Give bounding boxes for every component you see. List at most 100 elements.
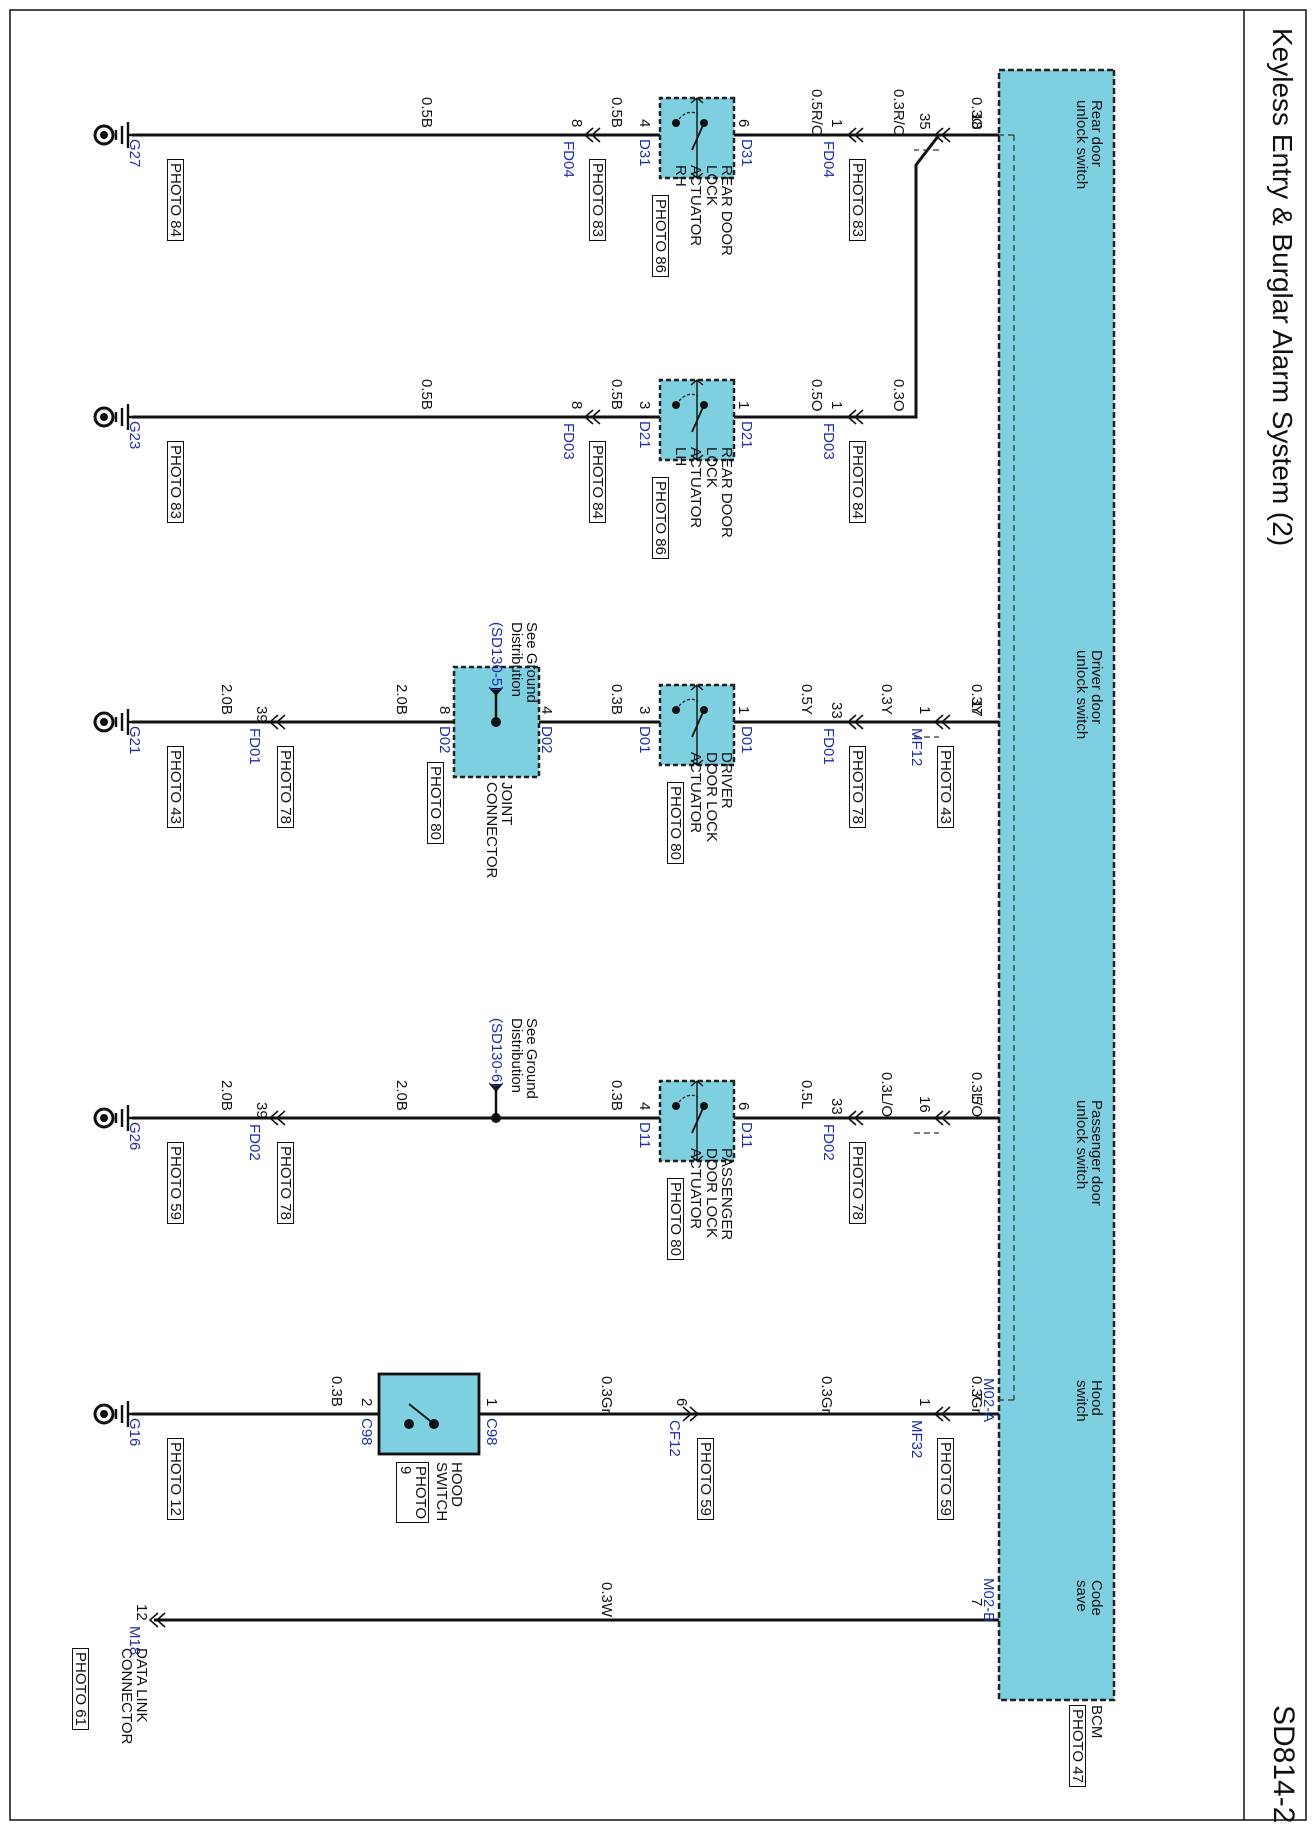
driver-conn_0-name-label: MF12 — [908, 728, 925, 767]
driver-conn_0-photo-label: PHOTO 43 — [936, 746, 954, 828]
rear_lh-conn_2-photo-label: PHOTO 84 — [588, 441, 606, 523]
bcm-function-driver-label: Driver door unlock switch — [1072, 650, 1105, 740]
rear_lh-wire_2-label: 0.5O — [808, 379, 825, 412]
ground-arrow-passenger — [489, 1084, 503, 1092]
rear_lh-conn_2-pin-label: 8 — [568, 401, 585, 410]
bcm-function-passenger-label: Passenger door unlock switch — [1072, 1100, 1105, 1206]
rear_lh-actuator-label-label: REAR DOOR LOCK ACTUATOR LH — [672, 447, 735, 538]
driver-conn_2-pin-label: 39 — [253, 706, 270, 723]
rear_rh-conn_1-photo-label: PHOTO 83 — [848, 159, 866, 241]
passenger-conn_1-pin-label: 33 — [828, 1098, 845, 1115]
driver-actuator-pin_out-label: 3 — [636, 706, 653, 715]
bcm-function-hood-label: Hood switch — [1072, 1380, 1105, 1422]
rear_lh-actuator-pin_in-label: 1 — [735, 401, 752, 410]
driver-conn_1-photo-label: PHOTO 78 — [848, 746, 866, 828]
bcm-block — [997, 68, 1116, 1702]
rear_rh-wire_2-label: 0.5R/O — [808, 89, 825, 137]
passenger-actuator-pin_in-label: 6 — [735, 1102, 752, 1111]
driver-actuator-label-label: DRIVER DOOR LOCK ACTUATOR — [687, 752, 735, 843]
code-conn-label-label: DATA LINK CONNECTOR — [117, 1648, 150, 1745]
rear_rh-conn_1-pin-label: 1 — [828, 119, 845, 128]
bcm-function-rear-label: Rear door unlock switch — [1072, 100, 1105, 190]
driver-joint-label-label: JOINT CONNECTOR — [482, 782, 515, 879]
hood-conn_0-pin-label: 1 — [916, 1398, 933, 1407]
driver-conn_0-pin-label: 1 — [916, 706, 933, 715]
driver-joint-conn_out-label: D02 — [436, 726, 453, 754]
passenger-conn_2-photo-label: PHOTO 78 — [276, 1142, 294, 1224]
hood-switch-contact-b — [404, 1419, 414, 1429]
driver-ground-name-label: G21 — [126, 726, 143, 755]
bcm-photo-label: PHOTO 47 — [1068, 1705, 1086, 1787]
passenger-junction_pin-label: 16 — [916, 1096, 933, 1113]
hood-conn_0-name-label: MF32 — [908, 1420, 925, 1459]
bcm-name-label: BCM — [1088, 1705, 1105, 1739]
rear_lh-wire_3-label: 0.5B — [608, 379, 625, 410]
passenger-actuator-label-label: PASSENGER DOOR LOCK ACTUATOR — [687, 1148, 735, 1241]
rear_rh-conn_2-name-label: FD04 — [560, 141, 577, 178]
passenger-conn_1-name-label: FD02 — [820, 1124, 837, 1161]
driver-joint-pin_out-label: 8 — [436, 706, 453, 715]
rear_lh-actuator-pin_out-label: 3 — [636, 401, 653, 410]
driver-joint-pin_in-label: 4 — [538, 706, 555, 715]
passenger-conn_2-name-label: FD02 — [246, 1124, 263, 1161]
passenger-actuator-conn-label: D11 — [738, 1122, 755, 1149]
hood-conn_0-photo-label: PHOTO 59 — [936, 1438, 954, 1520]
driver-joint-ref-label: (SD130-5) — [488, 622, 505, 692]
rear_rh-conn_2-photo-label: PHOTO 83 — [588, 159, 606, 241]
hood-conn_1-photo-label: PHOTO 59 — [696, 1438, 714, 1520]
page-border — [9, 9, 1307, 1821]
rear_rh-actuator-photo-label: PHOTO 86 — [651, 195, 669, 277]
rear_rh-actuator-conn_out-label: D31 — [636, 139, 653, 167]
hood-switch-pin_in-label: 1 — [483, 1398, 500, 1407]
passenger-ground-name-label: G26 — [126, 1122, 143, 1151]
hood-wire_2-label: 0.3Gr — [598, 1376, 615, 1414]
rear_lh-actuator-conn-label: D21 — [738, 421, 755, 449]
driver-joint-photo-label: PHOTO 80 — [426, 762, 444, 844]
rear_rh-conn_1-name-label: FD04 — [820, 141, 837, 178]
rear_rh-wire_4-label: 0.5B — [418, 97, 435, 128]
hood-switch-arm — [408, 1403, 435, 1425]
passenger-wire_1-label: 0.3L/O — [878, 1072, 895, 1118]
driver-actuator-conn_out-label: D01 — [636, 726, 653, 754]
code-conn-photo-label: PHOTO 61 — [71, 1648, 89, 1730]
rear_lh-actuator-conn_out-label: D21 — [636, 421, 653, 449]
passenger-actuator-photo-label: PHOTO 80 — [666, 1178, 684, 1260]
bcm-pins-driver-label: 17 — [968, 700, 985, 717]
hood-ground-name-label: G16 — [126, 1418, 143, 1447]
bcm-pins-passenger-label: 5 — [968, 1096, 985, 1105]
rear_lh-conn_1-name-label: FD03 — [820, 423, 837, 460]
rear_lh-wire_4-label: 0.5B — [418, 379, 435, 410]
rear_rh-actuator-pin_out-label: 4 — [636, 119, 653, 128]
page-code: SD814-2 — [1267, 1705, 1300, 1824]
rear_rh-ground-name-label: G27 — [126, 139, 143, 168]
passenger-ref-label: (SD130-6) — [488, 1018, 505, 1088]
hood-switch-label-label: HOOD SWITCH — [432, 1462, 465, 1522]
bcm-pins-code-label: 7 — [968, 1598, 985, 1607]
driver-wire_3-label: 0.3B — [608, 684, 625, 715]
driver-wire_2-label: 0.5Y — [798, 684, 815, 715]
driver-conn_2-photo-label: PHOTO 78 — [276, 746, 294, 828]
hood-switch-pin_out-label: 2 — [358, 1398, 375, 1407]
passenger-ground-photo-label: PHOTO 59 — [166, 1142, 184, 1224]
page-title: Keyless Entry & Burglar Alarm System (2) — [1267, 28, 1298, 547]
rear_rh-actuator-label-label: REAR DOOR LOCK ACTUATOR RH — [672, 165, 735, 256]
passenger-wire_3-label: 0.3B — [608, 1080, 625, 1111]
driver-wire_5-label: 2.0B — [218, 684, 235, 715]
bcm-pins-rear-label: 18 — [968, 113, 985, 130]
driver-actuator-photo-label: PHOTO 80 — [666, 782, 684, 864]
driver-conn_1-name-label: FD01 — [820, 728, 837, 765]
passenger-conn_1-photo-label: PHOTO 78 — [848, 1142, 866, 1224]
hood-wire_3-label: 0.3B — [328, 1376, 345, 1407]
rear_rh-wire_1-label: 0.3R/O — [890, 89, 907, 137]
driver-joint-note-label: See Ground Distribution — [507, 622, 540, 703]
rear_rh-ground-photo-label: PHOTO 84 — [166, 159, 184, 241]
passenger-conn_2-pin-label: 39 — [253, 1102, 270, 1119]
passenger-wire_bcm-label: 0.3L/O — [968, 1072, 985, 1118]
code-conn-pin-label: 12 — [133, 1604, 150, 1621]
rear_rh-conn_2-pin-label: 8 — [568, 119, 585, 128]
rear_lh-ground-photo-label: PHOTO 83 — [166, 441, 184, 523]
rear_rh-actuator-pin_in-label: 6 — [735, 119, 752, 128]
